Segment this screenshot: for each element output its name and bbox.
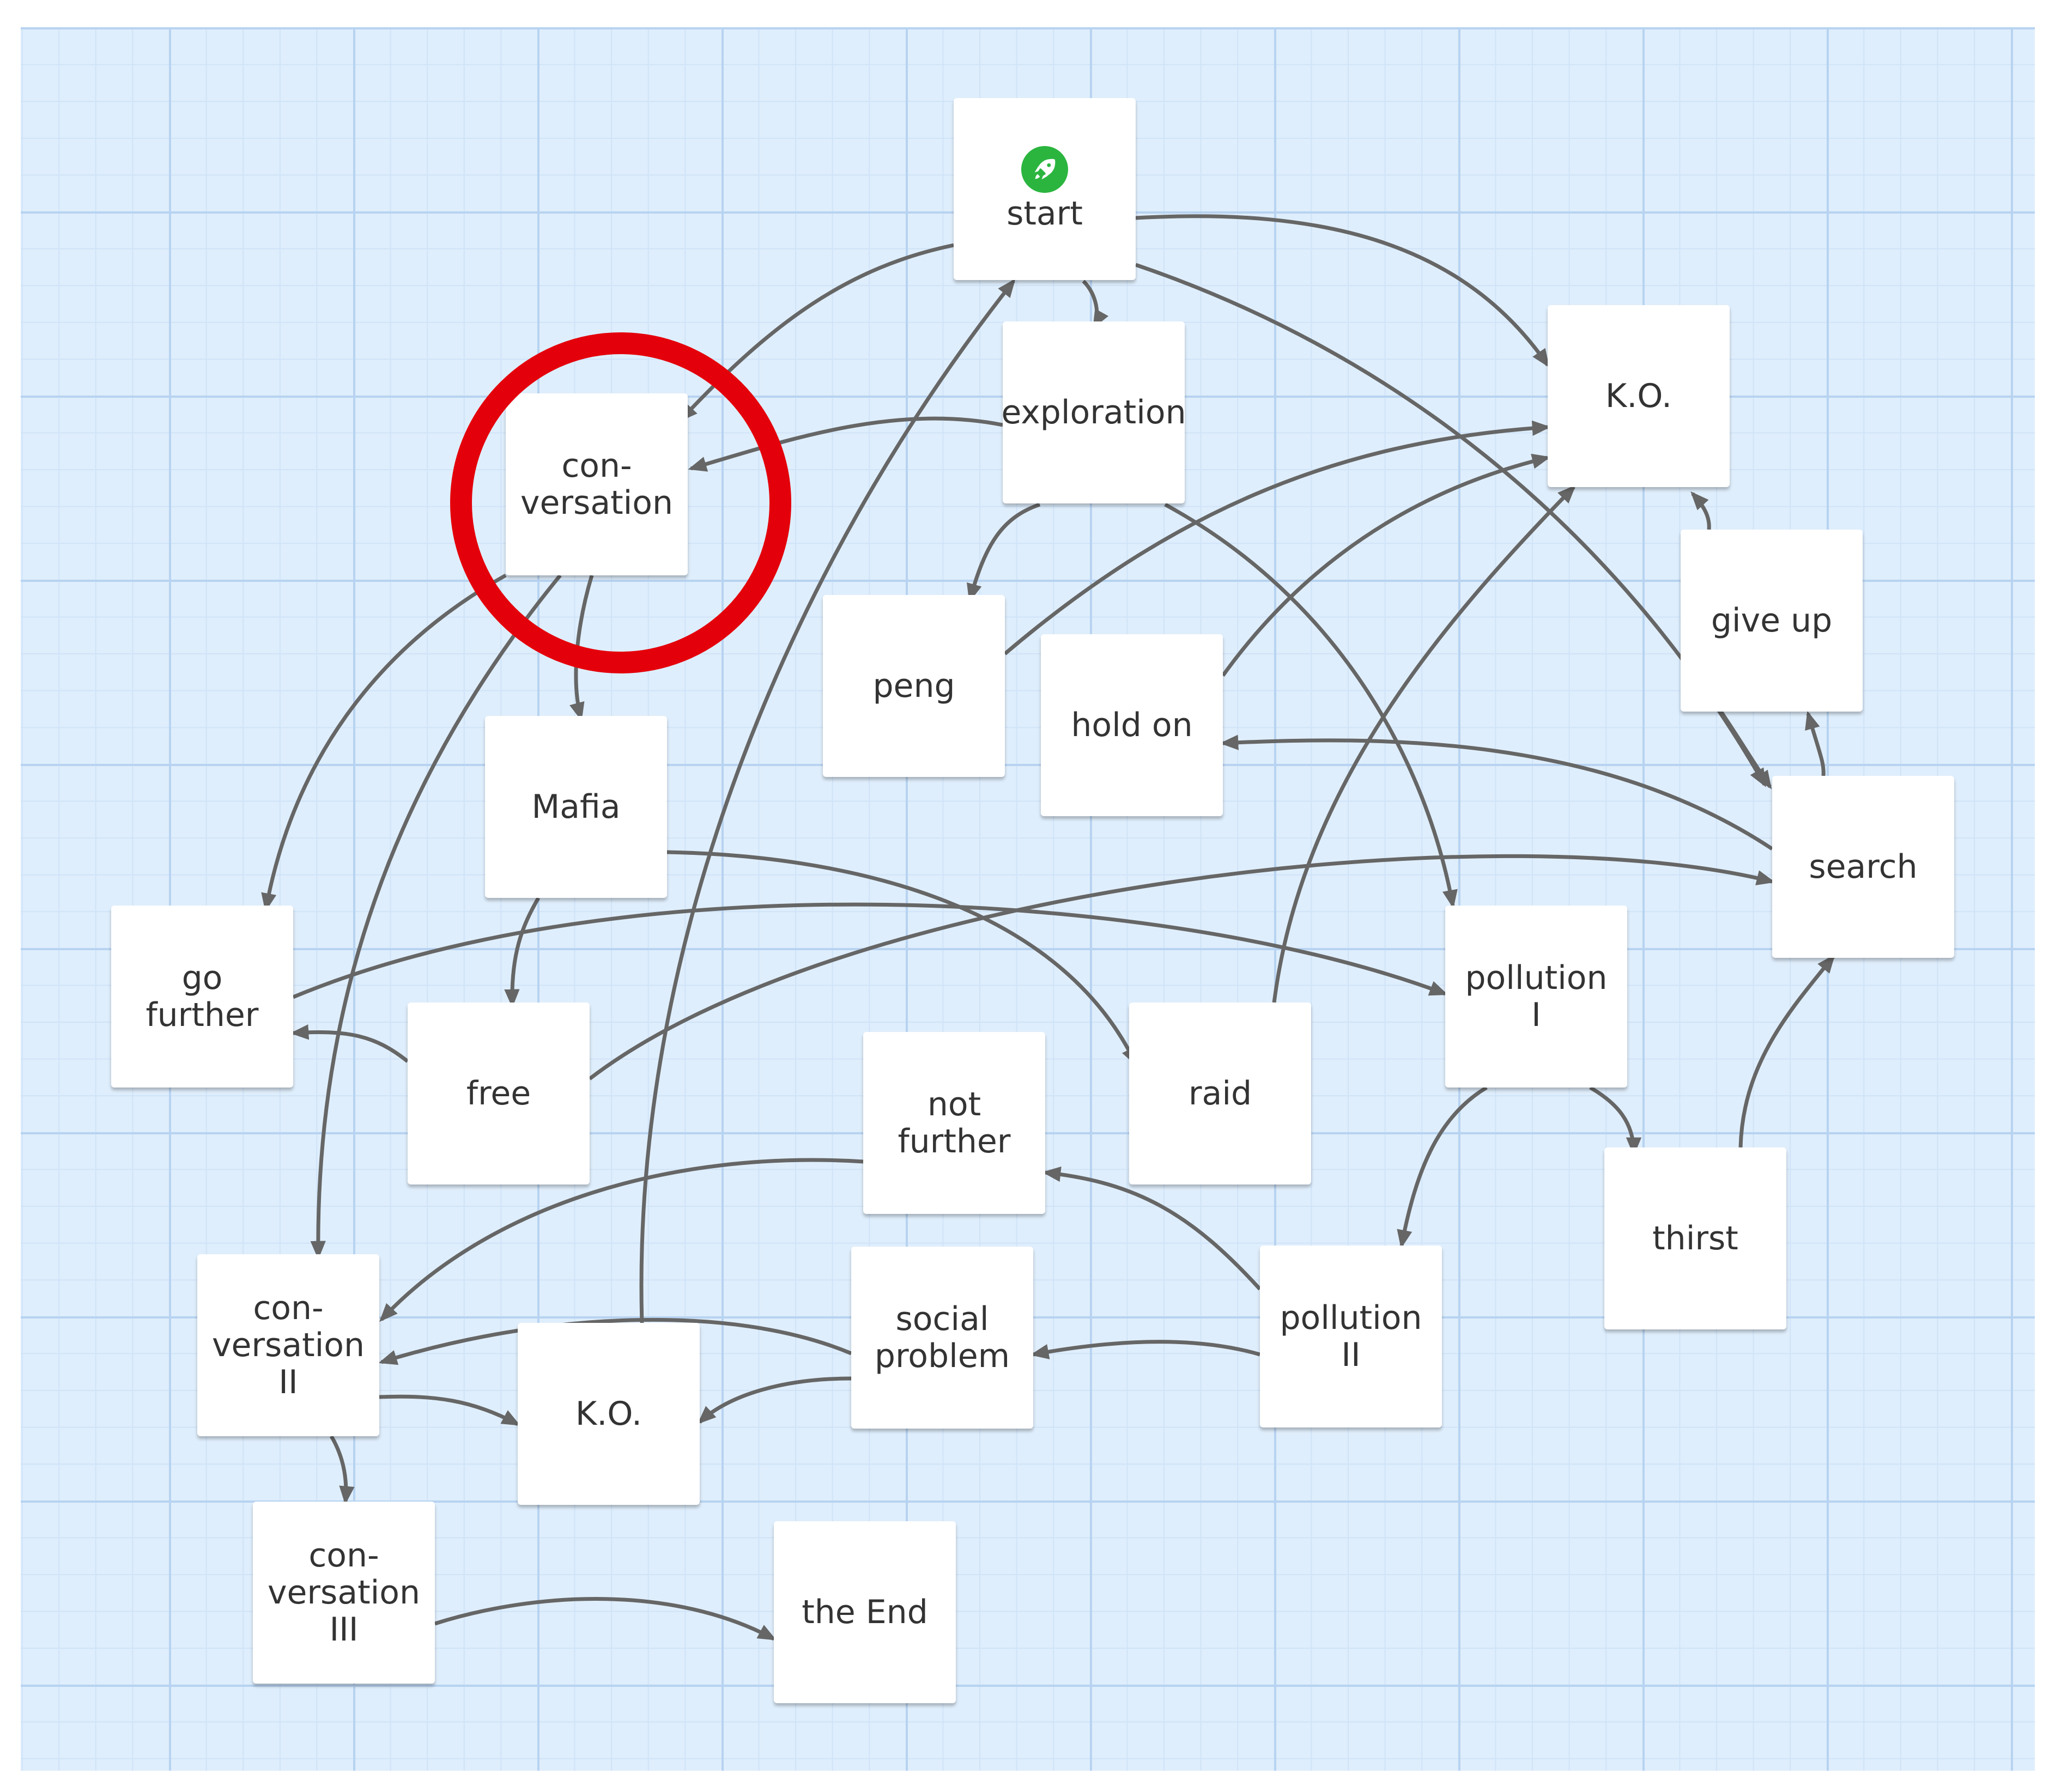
passage-give-up[interactable]: give up: [1681, 530, 1863, 712]
passage-hold-on[interactable]: hold on: [1041, 634, 1223, 816]
passage-label: social problem: [874, 1300, 1010, 1375]
passage-pollution-2[interactable]: pollution II: [1260, 1246, 1442, 1427]
highlight-circle: [450, 332, 791, 673]
passage-label: peng: [872, 667, 955, 705]
passage-label: the End: [802, 1593, 928, 1631]
link-exploration-to-peng: [967, 502, 1041, 603]
passage-raid[interactable]: raid: [1129, 1003, 1311, 1184]
link-peng-to-ko-top: [1003, 420, 1551, 655]
link-pollution-1-to-pollution-2: [1397, 1085, 1488, 1249]
link-conversation-2-to-conversation-3: [329, 1435, 355, 1505]
passage-conversation-2[interactable]: con- versation II: [197, 1254, 379, 1436]
link-mafia-to-raid: [666, 850, 1138, 1067]
link-hold-on-to-ko-top: [1221, 453, 1551, 677]
passage-label: K.O.: [1605, 377, 1672, 415]
passage-social-problem[interactable]: social problem: [851, 1247, 1033, 1429]
link-mafia-to-free: [504, 897, 541, 1008]
passage-pollution-1[interactable]: pollution I: [1445, 906, 1627, 1088]
link-pollution-1-to-thirst: [1589, 1085, 1642, 1156]
passage-search[interactable]: search: [1772, 776, 1954, 958]
link-free-to-go-further: [290, 1024, 409, 1063]
link-raid-to-ko-top: [1272, 484, 1576, 1003]
passage-ko-top[interactable]: K.O.: [1548, 305, 1730, 487]
link-conversation-to-conversation-2: [310, 574, 562, 1260]
passage-label: K.O.: [575, 1395, 642, 1433]
passage-label: Mafia: [531, 788, 621, 826]
link-conversation-2-to-ko-bottom: [379, 1394, 520, 1426]
passage-label: exploration: [1001, 393, 1186, 432]
passage-label: pollution I: [1465, 959, 1608, 1034]
passage-ko-bottom[interactable]: K.O.: [518, 1323, 700, 1505]
passage-mafia[interactable]: Mafia: [485, 716, 667, 898]
passage-the-end[interactable]: the End: [774, 1521, 956, 1703]
passage-exploration[interactable]: exploration: [1001, 321, 1186, 503]
link-go-further-to-pollution-1: [292, 902, 1448, 999]
link-social-problem-to-ko-bottom: [697, 1376, 852, 1424]
link-start-to-ko-top: [1135, 214, 1550, 368]
link-social-problem-to-conversation-2: [378, 1317, 852, 1365]
link-give-up-to-search: [1719, 710, 1772, 789]
passage-label: free: [466, 1074, 531, 1113]
passage-label: give up: [1711, 602, 1833, 640]
passage-conversation-3[interactable]: con- versation III: [253, 1502, 435, 1684]
passage-start[interactable]: start: [954, 98, 1136, 280]
passage-label: hold on: [1071, 706, 1193, 744]
passage-label: raid: [1188, 1074, 1252, 1113]
link-free-to-search: [588, 854, 1775, 1080]
link-search-to-hold-on: [1220, 734, 1773, 851]
passage-not-further[interactable]: not further: [863, 1032, 1045, 1214]
passage-go-further[interactable]: go further: [111, 906, 293, 1088]
link-ko-bottom-to-start: [639, 278, 1016, 1323]
link-conversation-to-go-further: [261, 573, 507, 912]
link-thirst-to-search: [1738, 954, 1835, 1148]
passage-label: search: [1809, 848, 1918, 886]
passage-label: go further: [146, 959, 259, 1034]
passage-label: start: [1007, 195, 1083, 233]
passage-label: thirst: [1652, 1219, 1738, 1258]
passage-label: pollution II: [1280, 1299, 1422, 1374]
link-give-up-to-ko-top: [1690, 491, 1711, 530]
passage-free[interactable]: free: [408, 1003, 590, 1184]
passage-label: con- versation III: [267, 1536, 421, 1649]
link-search-to-give-up: [1805, 710, 1826, 776]
passage-label: con- versation II: [211, 1289, 365, 1401]
passage-peng[interactable]: peng: [823, 595, 1005, 777]
link-start-to-exploration: [1082, 280, 1109, 329]
passage-thirst[interactable]: thirst: [1604, 1147, 1786, 1329]
rocket-icon: [1021, 146, 1068, 193]
link-exploration-to-pollution-1: [1164, 502, 1458, 909]
link-pollution-2-to-social-problem: [1030, 1340, 1260, 1359]
link-not-further-to-conversation-2: [379, 1158, 864, 1322]
link-conversation-3-to-the-end: [434, 1597, 777, 1641]
passage-label: not further: [898, 1085, 1011, 1161]
link-layer: [261, 214, 1835, 1641]
story-map-canvas[interactable]: start exploration con- versation K.O. gi…: [21, 27, 2035, 1771]
link-pollution-2-to-not-further: [1042, 1166, 1262, 1291]
